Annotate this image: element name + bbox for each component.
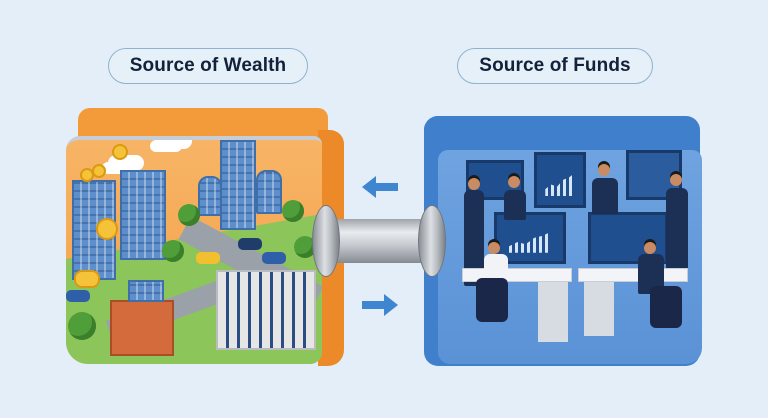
pipe-flange-right <box>418 205 446 277</box>
office-scene <box>438 150 702 364</box>
classical-building <box>216 270 316 350</box>
coin-stack-icon <box>92 164 106 178</box>
arrow-right-icon <box>362 294 398 316</box>
person-head <box>488 242 500 254</box>
person-head <box>508 176 520 188</box>
tree <box>282 200 304 222</box>
cloud-icon <box>150 140 182 152</box>
person <box>504 190 526 220</box>
desk-leg <box>584 282 614 336</box>
source-of-wealth-text: Source of Wealth <box>129 55 287 76</box>
car <box>196 252 220 264</box>
office-chair <box>476 278 508 322</box>
person <box>592 178 618 214</box>
tree <box>162 240 184 262</box>
tree <box>178 204 200 226</box>
source-of-funds-text: Source of Funds <box>479 55 631 76</box>
person-head <box>468 178 480 190</box>
desk <box>578 268 688 282</box>
person <box>666 188 688 282</box>
office-chair <box>650 286 682 328</box>
person-head <box>598 164 610 176</box>
source-of-funds-label: Source of Funds <box>457 48 653 84</box>
arrow-left-icon <box>362 176 398 198</box>
car <box>262 252 286 264</box>
desk-monitor <box>494 212 566 264</box>
tree <box>68 312 96 340</box>
pipe-connector <box>308 205 450 277</box>
city-scene <box>66 136 322 364</box>
source-of-wealth-label: Source of Wealth <box>108 48 308 84</box>
desk-leg <box>538 282 568 342</box>
coin-icon <box>96 218 118 240</box>
round-building <box>256 170 282 214</box>
person-head <box>670 174 682 186</box>
coin-pile-icon <box>74 270 100 288</box>
tree <box>294 236 316 258</box>
pipe-body <box>328 219 430 263</box>
car <box>238 238 262 250</box>
coin-icon <box>112 144 128 160</box>
chart-monitor <box>534 152 586 208</box>
round-building <box>198 176 222 216</box>
wealth-folder-illustration <box>66 108 346 370</box>
car <box>66 290 90 302</box>
person <box>464 190 484 286</box>
funds-folder-illustration <box>424 116 720 370</box>
folder-tab <box>424 116 554 142</box>
tower-building <box>220 140 256 230</box>
person-head <box>644 242 656 254</box>
brick-building <box>110 300 174 356</box>
folder-tab <box>78 108 198 134</box>
pipe-flange-left <box>312 205 340 277</box>
small-building <box>128 280 164 302</box>
office-building <box>120 170 166 260</box>
